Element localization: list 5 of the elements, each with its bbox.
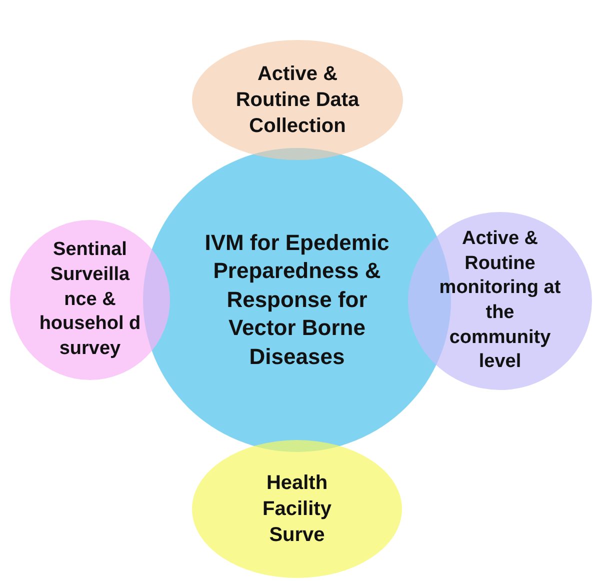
node-label: Health Facility Surve [262, 471, 332, 548]
node-label: IVM for Epedemic Preparedness & Response for Vector Borne Diseases [204, 228, 390, 371]
node-label: Sentinal Surveilla nce & househol d survey [38, 238, 142, 362]
node-label: Active & Routine monitoring at the community level [439, 226, 561, 374]
node-label: Active & Routine Data Collection [234, 62, 360, 139]
